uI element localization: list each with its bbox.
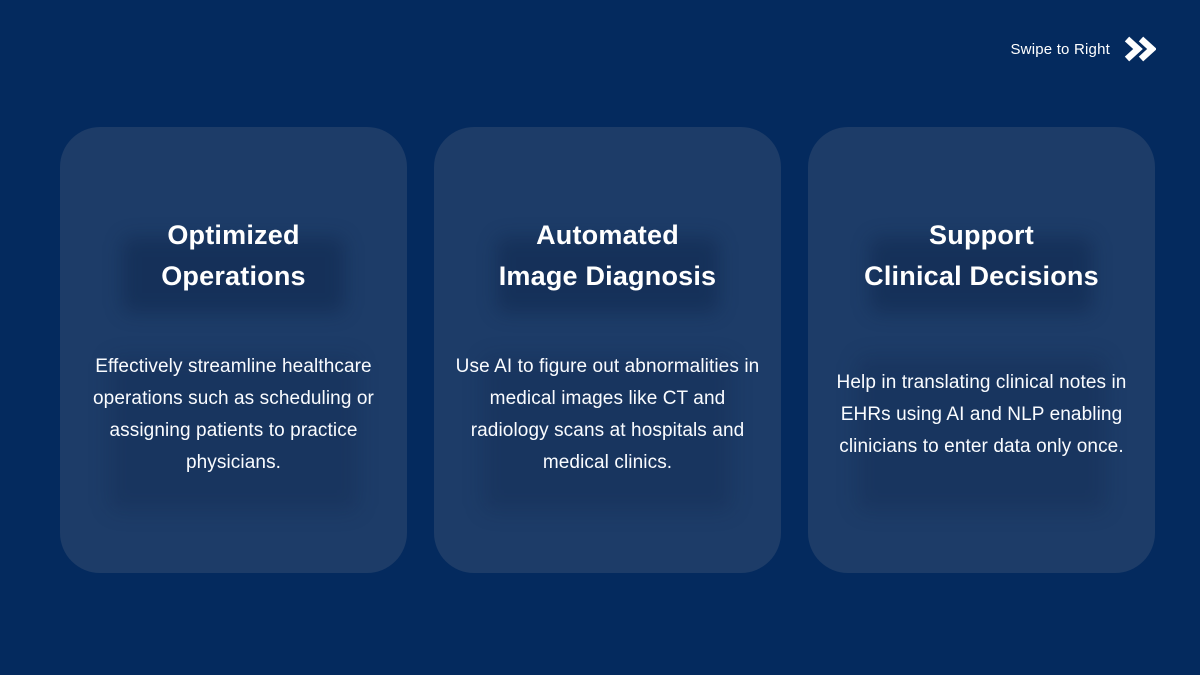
card-description: Effectively streamline healthcare operat… <box>93 356 374 473</box>
card-body-wrap: Help in translating clinical notes in EH… <box>826 331 1137 499</box>
feature-card-automated-image-diagnosis: Automated Image Diagnosis Use AI to figu… <box>434 127 781 573</box>
card-description: Help in translating clinical notes in EH… <box>836 372 1127 457</box>
swipe-to-right-control[interactable]: Swipe to Right <box>1010 36 1156 62</box>
feature-cards-row: Optimized Operations Effectively streaml… <box>60 127 1155 573</box>
card-title: Optimized Operations <box>78 215 389 297</box>
feature-card-support-clinical-decisions: Support Clinical Decisions Help in trans… <box>808 127 1155 573</box>
card-body-wrap: Effectively streamline healthcare operat… <box>78 331 389 499</box>
feature-card-optimized-operations: Optimized Operations Effectively streaml… <box>60 127 407 573</box>
card-title: Support Clinical Decisions <box>826 215 1137 297</box>
double-chevron-right-icon <box>1124 36 1156 62</box>
card-title: Automated Image Diagnosis <box>452 215 763 297</box>
card-body-wrap: Use AI to figure out abnormalities in me… <box>452 331 763 499</box>
card-description: Use AI to figure out abnormalities in me… <box>455 356 760 473</box>
swipe-label: Swipe to Right <box>1010 40 1110 58</box>
